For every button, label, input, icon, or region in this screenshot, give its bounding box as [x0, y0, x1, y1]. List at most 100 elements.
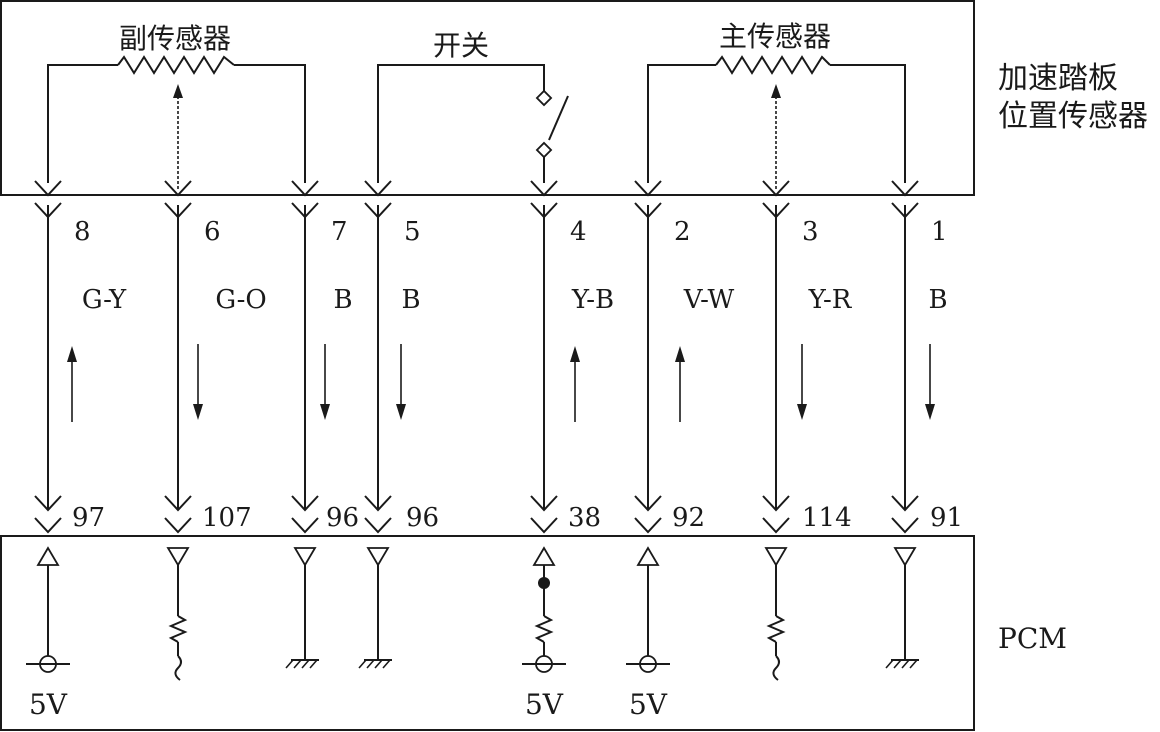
- wire-w1: 1B 91: [885, 180, 963, 669]
- connector-chevron-icon: [762, 495, 790, 512]
- main-sensor-label: 主传感器: [719, 20, 831, 53]
- connector-pin-label: 2: [674, 217, 691, 247]
- signal-resistor-icon: [168, 615, 188, 643]
- wire-color-label: B: [333, 285, 352, 315]
- device-name-line2: 位置传感器: [998, 99, 1148, 134]
- wire-color-label: G-Y: [82, 285, 127, 315]
- output-triangle-down-icon: [293, 547, 317, 567]
- supply-voltage-label: 5V: [525, 688, 564, 721]
- wire-color-label: Y-R: [808, 285, 853, 315]
- connector-chevron-icon: [364, 495, 392, 512]
- sub-sensor-label: 副传感器: [119, 22, 231, 55]
- input-triangle-up-icon: [36, 546, 60, 566]
- connector-pin-label: 4: [570, 217, 587, 247]
- wire-w5: 5B 96: [358, 180, 439, 669]
- ground-hatch: [382, 659, 391, 669]
- pcm-terminal-supply: [26, 546, 70, 673]
- current-up-arrow-icon: [675, 346, 685, 362]
- connector-chevron-icon: [530, 180, 558, 197]
- wire-color-label: B: [401, 285, 420, 315]
- pcm-pin-label: 38: [568, 503, 601, 533]
- pullup-resistor-icon: [534, 615, 554, 643]
- connector-chevron-icon: [891, 517, 919, 534]
- current-down-arrow-icon: [797, 404, 807, 420]
- ground-hatch: [285, 659, 294, 669]
- main-sensor-potentiometer: [647, 55, 906, 190]
- connector-pin-label: 6: [204, 217, 221, 247]
- current-down-arrow-icon: [320, 404, 330, 420]
- switch-label: 开关: [433, 29, 489, 62]
- connector-chevron-icon: [291, 180, 319, 197]
- connector-chevron-icon: [634, 180, 662, 197]
- current-down-arrow-icon: [925, 404, 935, 420]
- switch-symbol: [377, 64, 569, 183]
- current-up-arrow-icon: [570, 346, 580, 362]
- wire-harness: 8G-Y975V6G-O1077B965B964Y-B385V2V-W925V3…: [26, 180, 963, 721]
- connector-pin-label: 3: [802, 217, 819, 247]
- current-down-arrow-icon: [193, 404, 203, 420]
- sensor-housing-box: [0, 0, 975, 196]
- connector-chevron-icon: [164, 517, 192, 534]
- pcm-box: [0, 535, 975, 731]
- current-up-arrow-icon: [67, 346, 77, 362]
- output-triangle-down-icon: [366, 547, 390, 567]
- connector-pin-label: 1: [931, 217, 948, 247]
- pcm-terminal-ground: [358, 547, 392, 669]
- connector-pin-label: 5: [404, 217, 421, 247]
- connector-chevron-icon: [34, 517, 62, 534]
- pcm-pin-label: 107: [202, 503, 252, 533]
- connector-chevron-icon: [34, 495, 62, 512]
- connector-chevron-icon: [34, 180, 62, 197]
- output-triangle-down-icon: [166, 547, 190, 567]
- ground-hatch: [366, 659, 375, 669]
- signal-tail-icon: [174, 655, 182, 681]
- wire-w4: 4Y-B 38 5V: [522, 180, 614, 721]
- pcm-pin-label: 97: [72, 503, 105, 533]
- sub-sensor-potentiometer: [47, 55, 306, 190]
- sub-sensor-wiper-arrow-icon: [173, 84, 183, 98]
- connector-chevron-icon: [164, 180, 192, 197]
- connector-pin-label: 8: [74, 217, 91, 247]
- connector-chevron-icon: [891, 495, 919, 512]
- ground-hatch: [358, 659, 367, 669]
- wire-color-label: G-O: [215, 285, 266, 315]
- wire-w3: 3Y-R 114: [762, 180, 853, 681]
- connector-chevron-icon: [762, 517, 790, 534]
- connector-chevron-icon: [634, 517, 662, 534]
- wire-color-label: Y-B: [571, 285, 614, 315]
- pcm-pin-label: 96: [326, 503, 359, 533]
- wire-color-label: V-W: [683, 285, 735, 315]
- input-triangle-up-icon: [636, 546, 660, 566]
- pcm-pin-label: 92: [672, 503, 705, 533]
- ground-hatch: [893, 659, 902, 669]
- ground-hatch: [309, 659, 318, 669]
- ground-hatch: [909, 659, 918, 669]
- connector-chevron-icon: [164, 495, 192, 512]
- wire-color-label: B: [928, 285, 947, 315]
- wire-w8: 8G-Y 97 5V: [26, 180, 127, 721]
- output-triangle-down-icon: [893, 547, 917, 567]
- supply-voltage-label: 5V: [629, 688, 668, 721]
- ground-hatch: [901, 659, 910, 669]
- connector-chevron-icon: [530, 495, 558, 512]
- wire-w6: 6G-O 107: [164, 180, 267, 681]
- connector-chevron-icon: [291, 495, 319, 512]
- pcm-pin-label: 96: [406, 503, 439, 533]
- pcm-pin-label: 91: [930, 503, 963, 533]
- input-triangle-up-icon: [532, 546, 556, 566]
- connector-chevron-icon: [762, 180, 790, 197]
- ground-hatch: [885, 659, 894, 669]
- pcm-pin-label: 114: [802, 503, 852, 533]
- pcm-terminal-pullup: [522, 546, 566, 673]
- connector-chevron-icon: [291, 517, 319, 534]
- ground-hatch: [293, 659, 302, 669]
- supply-voltage-label: 5V: [29, 688, 68, 721]
- connector-chevron-icon: [364, 180, 392, 197]
- junction-dot-icon: [538, 577, 550, 589]
- signal-tail-icon: [772, 655, 780, 681]
- pcm-label: PCM: [998, 622, 1067, 655]
- output-triangle-down-icon: [764, 547, 788, 567]
- connector-chevron-icon: [891, 180, 919, 197]
- pcm-terminal-resistor: [166, 547, 190, 681]
